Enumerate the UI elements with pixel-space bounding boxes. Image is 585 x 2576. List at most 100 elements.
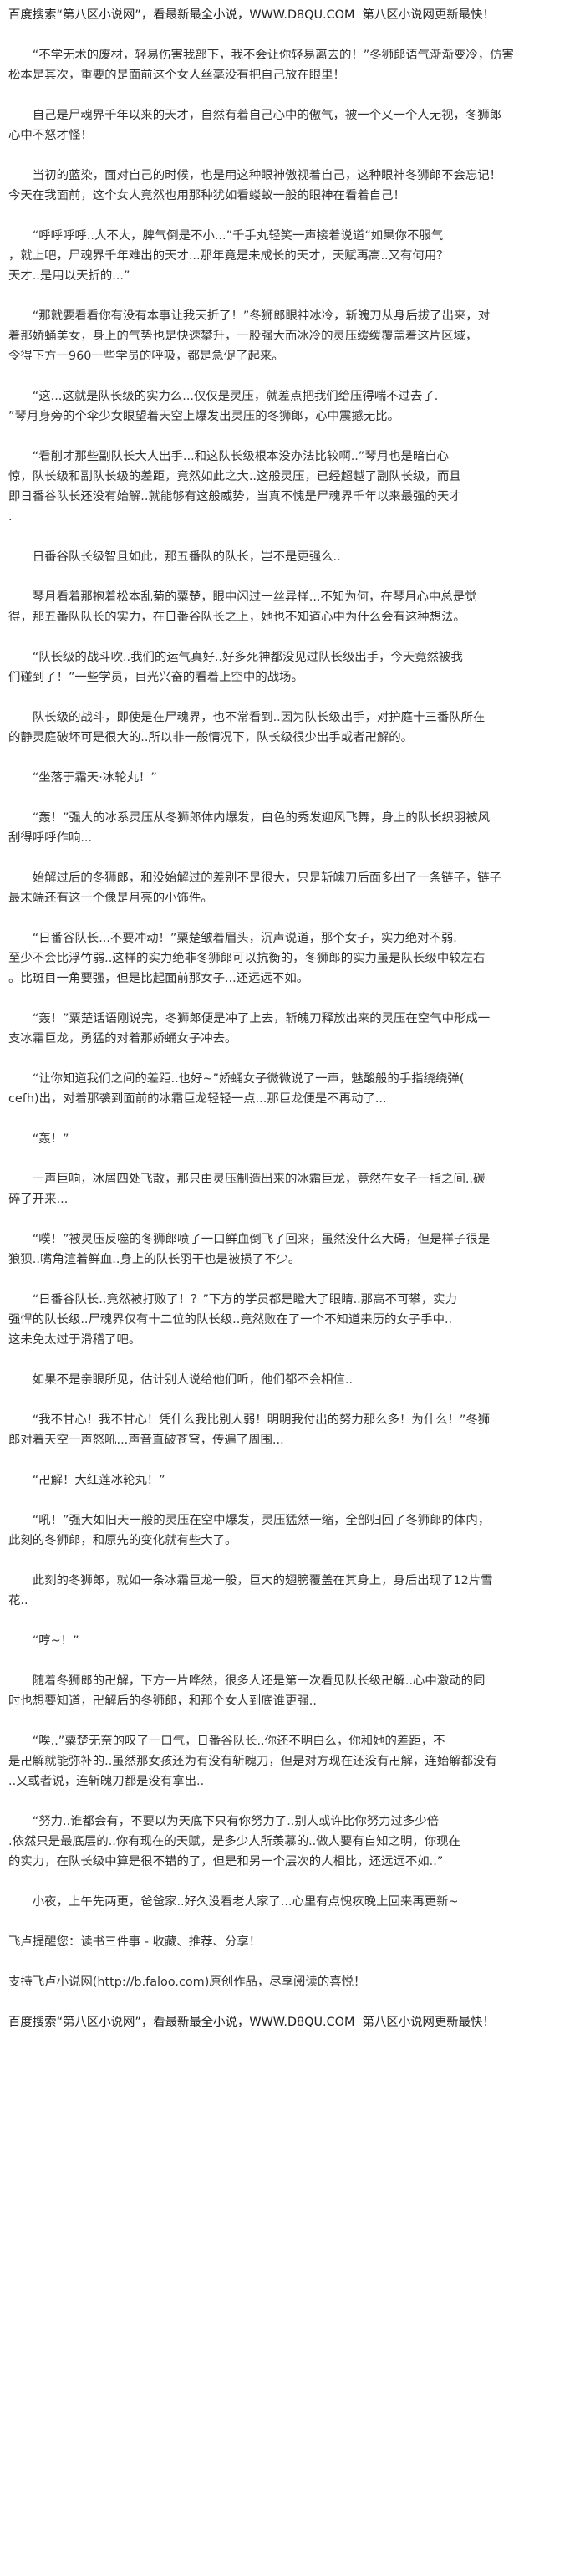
paragraph: “吼！”强大如旧天一般的灵压在空中爆发，灵压猛然一缩，全部归回了冬狮郎的体内， 此… [8,1510,577,1551]
paragraph-line: ”琴月身旁的个伞少女眼望着天空上爆发出灵压的冬狮郎，心中震撼无比。 [8,410,399,423]
paragraph-line: 们碰到了！”一些学员，目光兴奋的看着上空中的战场。 [8,671,303,684]
paragraph-line: “日番谷队长..竟然被打败了！？”下方的学员都是瞪大了眼睛..那高不可攀，实力 [8,1293,457,1306]
paragraph-line: ，就上吧，尸魂界千年难出的天才...那年竟是未成长的天才，天赋再高..又有何用？ [8,249,449,263]
paragraph-line: “看削才那些副队长大人出手...和这队长级根本没办法比较啊..”琴月也是暗自心 [8,450,450,463]
paragraph-line: 这未免太过于滑稽了吧。 [8,1333,141,1347]
header-banner: 百度搜索“第八区小说网”，看最新最全小说，WWW.D8QU.COM 第八区小说网… [8,8,495,22]
paragraph-line: “不学无术的废材，轻易伤害我部下，我不会让你轻易离去的！”冬狮郎语气渐渐变冷，仿… [8,49,514,62]
paragraph: 此刻的冬狮郎，就如一条冰霜巨龙一般，巨大的翅膀覆盖在其身上，身后出现了12片雪花… [8,1571,577,1611]
spacer [8,908,577,928]
paragraph-line: 小夜，上午先两更，爸爸家..好久没看老人家了...心里有点愧疚晚上回来再更新~ [8,1895,459,1909]
paragraph-line: 惊，队长级和副队长级的差距，竟然如此之大..这般灵压，已经超越了副队长级，而且 [8,470,461,483]
spacer [8,1872,577,1892]
spacer [8,1952,577,1972]
chapter-body: “不学无术的废材，轻易伤害我部下，我不会让你轻易离去的！”冬狮郎语气渐渐变冷，仿… [8,45,577,1932]
paragraph-line: 一声巨响，冰屑四处飞散，那只由灵压制造出来的冰霜巨龙，竟然在女子一指之间..碳 [8,1173,486,1186]
spacer [8,687,577,708]
spacer [8,1490,577,1510]
spacer [8,85,577,105]
paragraph-line: 碎了开来... [8,1193,69,1206]
paragraph-line: 强悍的队长级..尸魂界仅有十二位的队长级..竟然败在了一个不知道来历的女子手中.… [8,1313,453,1326]
spacer [8,366,577,386]
spacer [8,1109,577,1129]
paragraph: 始解过后的冬狮郎，和没始解过的差别不是很大，只是斩魄刀后面多出了一条链子，链子最… [8,868,577,908]
spacer [8,1551,577,1571]
spacer [8,1791,577,1812]
paragraph-line: “吼！”强大如旧天一般的灵压在空中爆发，灵压猛然一缩，全部归回了冬狮郎的体内， [8,1514,491,1527]
paragraph: “那就要看看你有没有本事让我天折了！”冬狮郎眼神冰冷，斩魄刀从身后拔了出来，对着… [8,306,577,366]
paragraph: “卍解！大红莲冰轮丸！” [8,1470,577,1490]
paragraph: “轰！”强大的冰系灵压从冬狮郎体内爆发，白色的秀发迎风飞舞，身上的队长织羽被风刮… [8,808,577,848]
spacer [8,427,577,447]
paragraph: “唉..”粟楚无奈的叹了一口气，日番谷队长..你还不明白么，你和她的差距，不是卍… [8,1731,577,1791]
paragraph: “这...这就是队长级的实力么...仅仅是灵压，就差点把我们给压得喘不过去了.”… [8,386,577,427]
paragraph-line: 天才..是用以天折的...” [8,269,130,283]
paragraph-line: 最末端还有这一个像是月亮的小饰件。 [8,892,213,905]
paragraph-line: “那就要看看你有没有本事让我天折了！”冬狮郎眼神冰冷，斩魄刀从身后拔了出来，对 [8,309,491,323]
spacer [8,1611,577,1631]
paragraph: “噗！”被灵压反噬的冬狮郎喷了一口鲜血倒飞了回来，虽然没什么大碍，但是样子很是狼… [8,1229,577,1270]
paragraph-line: 如果不是亲眼所见，估计别人说给他们听，他们都不会相信.. [8,1373,354,1387]
spacer [8,1912,577,1932]
footer-banner: 百度搜索“第八区小说网”，看最新最全小说，WWW.D8QU.COM 第八区小说网… [8,2016,495,2029]
paragraph: 琴月看着那抱着松本乱菊的粟楚，眼中闪过一丝异样...不知为何，在琴月心中总是觉得… [8,587,577,627]
paragraph-line: “我不甘心！我不甘心！凭什么我比别人弱！明明我付出的努力那么多！为什么！”冬狮 [8,1413,491,1427]
footer-reminder: 飞卢提醒您：读书三件事 - 收藏、推荐、分享！ [8,1935,262,1949]
paragraph-line: 始解过后的冬狮郎，和没始解过的差别不是很大，只是斩魄刀后面多出了一条链子，链子 [8,871,502,885]
spacer [8,748,577,768]
spacer [8,206,577,226]
spacer [8,788,577,808]
paragraph-line: 的实力，在队长级中算是很不错的了，但是和另一个层次的人相比，还远远不如..” [8,1855,444,1868]
spacer [8,1049,577,1069]
spacer [8,1350,577,1370]
paragraph: “轰！” [8,1129,577,1149]
paragraph-line: 刮得呼呼作响... [8,831,93,845]
paragraph-line: 。比斑目一角要强，但是比起面前那女子...还远远不如。 [8,972,309,985]
paragraph-line: “日番谷队长...不要冲动！”粟楚皱着眉头，沉声说道，那个女子，实力绝对不弱. [8,932,457,945]
paragraph-line: 令得下方一960一些学员的呼吸，都是急促了起来。 [8,350,284,363]
spacer [8,1711,577,1731]
paragraph-line: 队长级的战斗，即使是在尸魂界，也不常看到..因为队长级出手，对护庭十三番队所在 [8,711,486,724]
paragraph-line: “卍解！大红莲冰轮丸！” [8,1474,165,1487]
paragraph-line: “轰！” [8,1132,69,1146]
paragraph-line: “轰！”粟楚话语刚说完，冬狮郎便是冲了上去，斩魄刀释放出来的灵压在空气中形成一 [8,1012,491,1025]
paragraph-line: “队长级的战斗吹..我们的运气真好..好多死神都没见过队长级出手，今天竟然被我 [8,651,463,664]
spacer [8,286,577,306]
paragraph-line: 即日番谷队长还没有始解..就能够有这般威势，当真不愧是尸魂界千年以来最强的天才 [8,490,461,503]
paragraph-line: 至少不会比浮竹弱..这样的实力绝非冬狮郎可以抗衡的，冬狮郎的实力虽是队长级中较左… [8,952,486,965]
paragraph-line: cefh)出，对着那袭到面前的冰霜巨龙轻轻一点...那巨龙便是不再动了... [8,1092,387,1106]
paragraph-line: “呼呼呼呼..人不大，脾气倒是不小...”千手丸轻笑一声接着说道“如果你不服气 [8,229,444,243]
paragraph-line: 此刻的冬狮郎，和原先的变化就有些大了。 [8,1534,237,1547]
paragraph-line: 得，那五番队队长的实力，在日番谷队长之上，她也不知道心中为什么会有这种想法。 [8,611,465,624]
paragraph: 一声巨响，冰屑四处飞散，那只由灵压制造出来的冰霜巨龙，竟然在女子一指之间..碳碎… [8,1169,577,1209]
paragraph-line: .依然只是最底层的..你有现在的天赋，是多少人所羡慕的..做人要有自知之明，你现… [8,1835,460,1848]
paragraph: 如果不是亲眼所见，估计别人说给他们听，他们都不会相信.. [8,1370,577,1390]
paragraph: 队长级的战斗，即使是在尸魂界，也不常看到..因为队长级出手，对护庭十三番队所在的… [8,708,577,748]
paragraph-line: “轰！”强大的冰系灵压从冬狮郎体内爆发，白色的秀发迎风飞舞，身上的队长织羽被风 [8,811,491,825]
paragraph-line: “噗！”被灵压反噬的冬狮郎喷了一口鲜血倒飞了回来，虽然没什么大碍，但是样子很是 [8,1233,491,1246]
paragraph-line: . [8,510,13,524]
paragraph: “坐落于霜天·冰轮丸！” [8,768,577,788]
spacer [8,146,577,166]
paragraph-line: “哼~！” [8,1634,79,1648]
paragraph: “呼呼呼呼..人不大，脾气倒是不小...”千手丸轻笑一声接着说道“如果你不服气 ，… [8,226,577,286]
paragraph: 当初的蓝染，面对自己的时候，也是用这种眼神傲视着自己，这种眼神冬狮郎不会忘记！今… [8,166,577,206]
paragraph-line: “让你知道我们之间的差距..也好~”娇蛹女子微微说了一声，魅酸般的手指绕绕弹( [8,1072,465,1086]
paragraph-line: 支冰霜巨龙，勇猛的对着那娇蛹女子冲去。 [8,1032,237,1045]
paragraph: “日番谷队长...不要冲动！”粟楚皱着眉头，沉声说道，那个女子，实力绝对不弱. 至… [8,928,577,989]
paragraph-line: 时也想要知道，卍解后的冬狮郎，和那个女人到底谁更强.. [8,1694,317,1708]
paragraph-line: 此刻的冬狮郎，就如一条冰霜巨龙一般，巨大的翅膀覆盖在其身上，身后出现了12片雪 [8,1574,493,1587]
paragraph-line: 着那娇蛹美女，身上的气势也是快速攀升，一股强大而冰冷的灵压缓缓覆盖着这片区域， [8,330,478,343]
paragraph: 日番谷队长级智且如此，那五番队的队长，岂不是更强么.. [8,547,577,567]
paragraph-line: 琴月看着那抱着松本乱菊的粟楚，眼中闪过一丝异样...不知为何，在琴月心中总是觉 [8,590,477,604]
paragraph-line: 的静灵庭破坏可是很大的..所以非一般情况下，队长级很少出手或者卍解的。 [8,731,414,744]
paragraph-line: 是卍解就能弥补的..虽然那女孩还为有没有斩魄刀，但是对方现在还没有卍解，连始解都… [8,1755,497,1768]
paragraph: 自己是尸魂界千年以来的天才，自然有着自己心中的傲气，被一个又一个人无视，冬狮郎心… [8,105,577,146]
paragraph-line: 今天在我面前，这个女人竟然也用那种犹如看蝼蚁一般的眼神在看着自己！ [8,189,405,202]
spacer [8,1450,577,1470]
paragraph-line: 狼狈..嘴角渲着鲜血..身上的队长羽干也是被损了不少。 [8,1253,301,1266]
paragraph: “看削才那些副队长大人出手...和这队长级根本没办法比较啊..”琴月也是暗自心惊… [8,447,577,527]
paragraph: “不学无术的废材，轻易伤害我部下，我不会让你轻易离去的！”冬狮郎语气渐渐变冷，仿… [8,45,577,85]
spacer [8,1992,577,2012]
